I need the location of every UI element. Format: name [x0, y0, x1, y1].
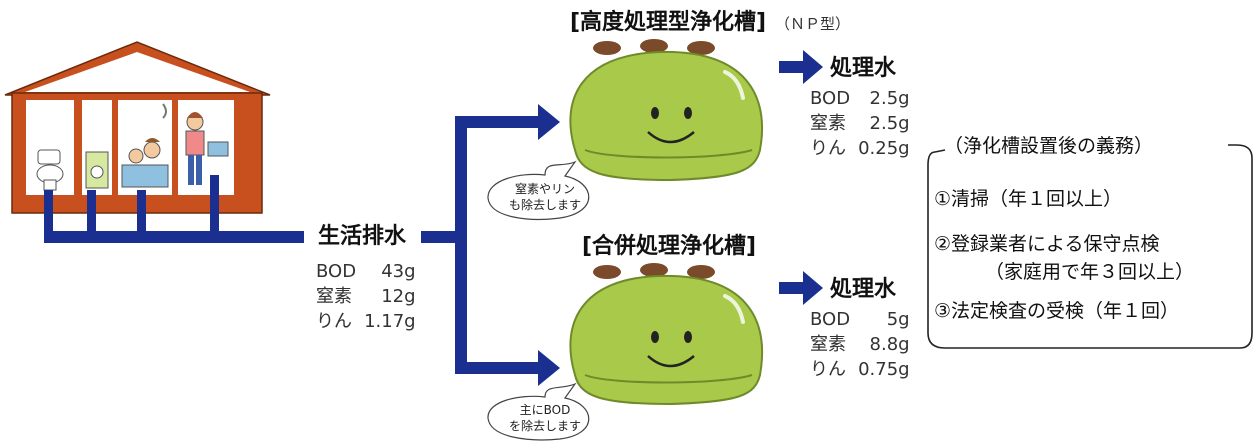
- row-value: 1.17g: [364, 311, 416, 332]
- row-name: BOD: [810, 309, 851, 330]
- np-row: りん 0.25g: [810, 136, 910, 161]
- row-value: 8.8g: [869, 334, 910, 355]
- combined-tank-title: [合併処理浄化槽]: [582, 234, 757, 259]
- np-tank-illustration: [569, 39, 764, 182]
- combined-tank-illustration: [569, 263, 764, 406]
- source-row: 窒素 12g: [316, 284, 416, 309]
- washing-machine-icon: [85, 151, 109, 189]
- np-output-label: 処理水: [830, 56, 897, 81]
- row-name: 窒素: [810, 334, 846, 355]
- combined-bubble-line: 主にBOD: [519, 403, 571, 417]
- kitchen-person-icon: [185, 112, 229, 185]
- np-tank-title: [高度処理型浄化槽]: [570, 10, 767, 35]
- row-value: 0.25g: [858, 138, 910, 159]
- combined-bubble-line: を除去します: [508, 419, 581, 433]
- duty-item: ②登録業者による保守点検: [934, 233, 1160, 255]
- np-bubble-line: 窒素やリン: [514, 182, 575, 196]
- source-values: BOD 43g 窒素 12g りん 1.17g: [316, 259, 416, 334]
- row-name: りん: [316, 311, 352, 332]
- combined-row: 窒素 8.8g: [810, 332, 910, 357]
- row-name: 窒素: [810, 113, 846, 134]
- source-label: 生活排水: [318, 224, 407, 249]
- row-name: BOD: [316, 261, 357, 282]
- combined-speech-bubble: [487, 382, 590, 441]
- row-value: 43g: [381, 261, 416, 282]
- bathtub-icon: [121, 103, 169, 188]
- row-value: 2.5g: [869, 88, 910, 109]
- row-name: BOD: [810, 88, 851, 109]
- np-row: BOD 2.5g: [810, 86, 910, 111]
- row-value: 2.5g: [869, 113, 910, 134]
- np-speech-bubble: [487, 160, 590, 220]
- source-row: りん 1.17g: [316, 309, 416, 334]
- row-name: りん: [810, 138, 846, 159]
- toilet-icon: [36, 149, 64, 191]
- row-value: 12g: [381, 286, 416, 307]
- duty-item: ①清掃（年１回以上）: [934, 188, 1123, 210]
- source-row: BOD 43g: [316, 259, 416, 284]
- combined-bubble-text: 主にBOD を除去します: [496, 402, 594, 434]
- house-illustration: [4, 41, 271, 214]
- np-bubble-text: 窒素やリン も除去します: [496, 181, 594, 213]
- duty-item: ③法定検査の受検（年１回）: [934, 300, 1180, 322]
- combined-row: BOD 5g: [810, 307, 910, 332]
- row-name: 窒素: [316, 286, 352, 307]
- np-bubble-line: も除去します: [508, 198, 581, 212]
- row-name: りん: [810, 359, 846, 380]
- duty-item-note: （家庭用で年３回以上）: [985, 261, 1195, 283]
- row-value: 5g: [886, 309, 910, 330]
- row-value: 0.75g: [858, 359, 910, 380]
- np-output-values: BOD 2.5g 窒素 2.5g りん 0.25g: [810, 86, 910, 161]
- combined-output-label: 処理水: [830, 277, 897, 302]
- np-row: 窒素 2.5g: [810, 111, 910, 136]
- combined-output-values: BOD 5g 窒素 8.8g りん 0.75g: [810, 307, 910, 382]
- drain-pipes: [44, 50, 823, 386]
- np-tank-subtitle: （ＮＰ型）: [775, 15, 851, 33]
- combined-row: りん 0.75g: [810, 357, 910, 382]
- duties-title: （浄化槽設置後の義務）: [944, 135, 1154, 157]
- duties-box-frame: [927, 144, 1253, 349]
